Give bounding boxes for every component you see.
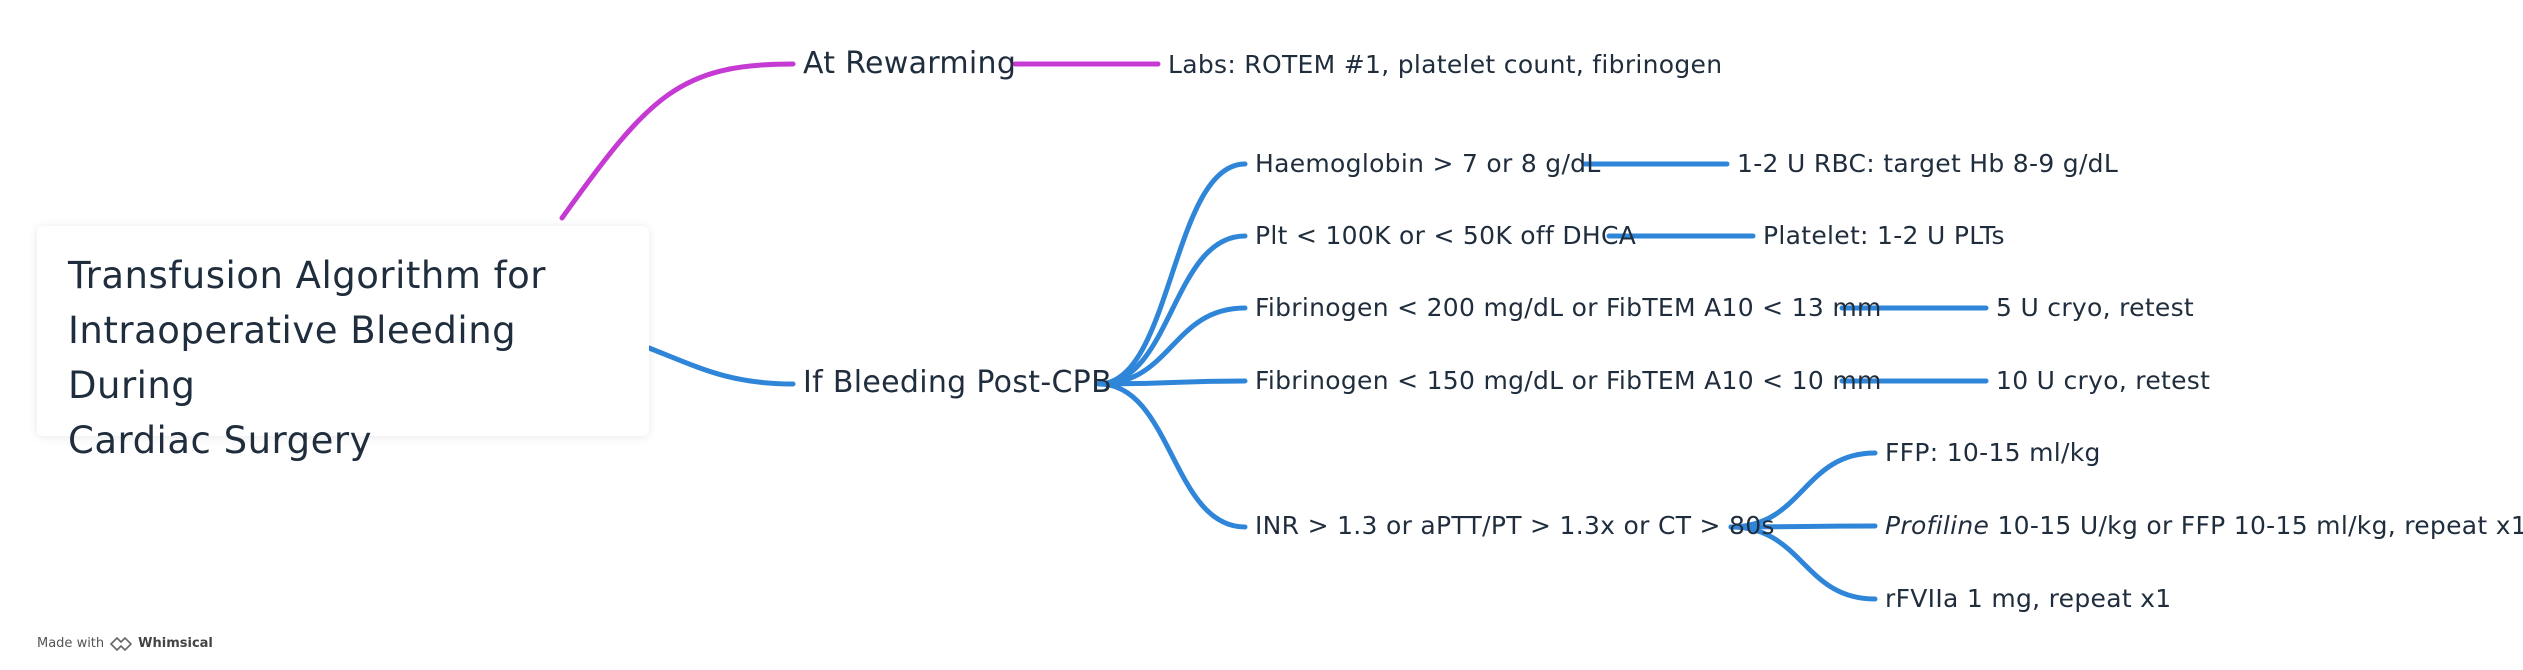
edge-bleeding-criterion-3 — [1096, 378, 1248, 387]
node-action-rbc[interactable]: 1-2 U RBC: target Hb 8-9 g/dL — [1737, 149, 2119, 178]
node-criterion-platelets[interactable]: Plt < 100K or < 50K off DHCA — [1255, 221, 1637, 250]
node-criterion-inr[interactable]: INR > 1.3 or aPTT/PT > 1.3x or CT > 80s — [1255, 511, 1775, 540]
node-at-rewarming[interactable]: At Rewarming — [803, 46, 1017, 81]
node-option-profiline[interactable]: Profiline 10-15 U/kg or FFP 10-15 ml/kg,… — [1885, 510, 2523, 542]
edge-root-bleeding — [646, 345, 796, 387]
edge-bleeding-criterion-4 — [1096, 381, 1248, 530]
node-option-ffp[interactable]: FFP: 10-15 ml/kg — [1885, 438, 2101, 467]
root-title-line: Transfusion Algorithm for — [68, 254, 546, 297]
node-action-cryo-5u[interactable]: 5 U cryo, retest — [1996, 293, 2195, 322]
whimsical-brand: Whimsical — [138, 636, 213, 651]
node-criterion-haemoglobin[interactable]: Haemoglobin > 7 or 8 g/dL — [1255, 149, 1601, 178]
edge-bleeding-criterion-2 — [1096, 305, 1248, 387]
edge-inr-option-0 — [1728, 450, 1878, 530]
node-option-rfviia[interactable]: rFVIIa 1 mg, repeat x1 — [1885, 584, 2172, 613]
node-action-platelet[interactable]: Platelet: 1-2 U PLTs — [1763, 221, 2005, 250]
edge-inr-option-1 — [1728, 523, 1878, 530]
edge-root-rewarming — [559, 61, 796, 221]
made-with-label: Made with — [37, 636, 105, 651]
node-criterion-fibrinogen-200[interactable]: Fibrinogen < 200 mg/dL or FibTEM A10 < 1… — [1255, 293, 1882, 322]
node-criterion-fibrinogen-150[interactable]: Fibrinogen < 150 mg/dL or FibTEM A10 < 1… — [1255, 366, 1882, 395]
root-title-line: Intraoperative Bleeding During — [68, 309, 517, 407]
node-if-bleeding-post-cpb[interactable]: If Bleeding Post-CPB — [803, 365, 1112, 400]
edge-inr-option-2 — [1728, 524, 1878, 602]
made-with-footer[interactable]: Made with Whimsical — [37, 636, 213, 651]
whimsical-logo-icon — [110, 636, 133, 651]
root-title-line: Cardiac Surgery — [68, 419, 372, 462]
option-emphasis: Profiline — [1885, 511, 1990, 540]
node-action-cryo-10u[interactable]: 10 U cryo, retest — [1996, 366, 2211, 395]
edge-bleeding-criterion-0 — [1096, 161, 1248, 387]
root-node-card[interactable] — [37, 226, 649, 436]
node-labs-rotem[interactable]: Labs: ROTEM #1, platelet count, fibrinog… — [1168, 50, 1723, 79]
root-node-title: Transfusion Algorithm for Intraoperative… — [68, 248, 638, 468]
edge-bleeding-criterion-1 — [1096, 233, 1248, 387]
option-text: 10-15 U/kg or FFP 10-15 ml/kg, repeat x1 — [1989, 511, 2523, 540]
